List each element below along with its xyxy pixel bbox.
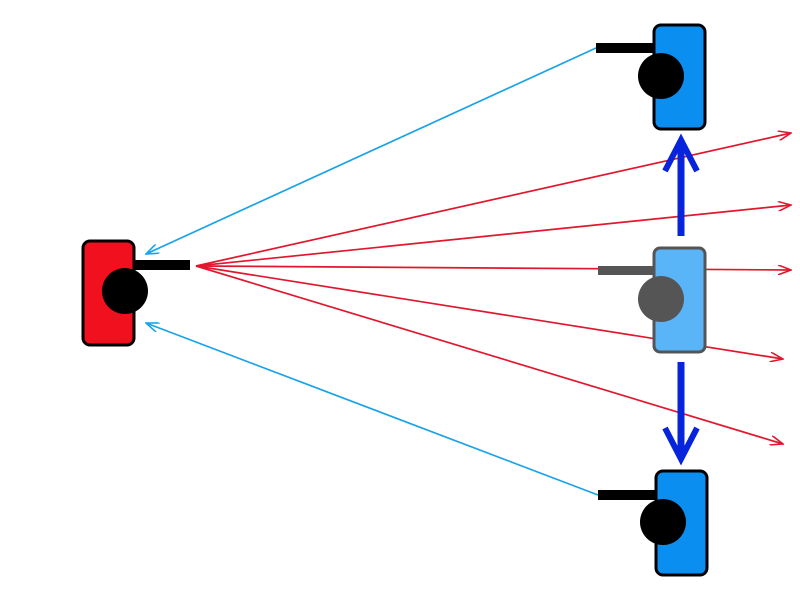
move-arrows	[662, 133, 700, 466]
shot-line	[195, 265, 783, 444]
move-arrow-up	[662, 133, 700, 236]
return-line-top	[146, 47, 597, 254]
ghost-tank-icon	[598, 246, 707, 354]
return-line-bottom	[146, 323, 599, 496]
move-arrow-down	[662, 362, 700, 466]
blue-tank-top-icon	[596, 23, 707, 131]
return-lines	[146, 47, 599, 496]
blue-tank-bottom-icon	[598, 469, 709, 577]
red-tank-icon	[81, 239, 190, 347]
shot-line	[195, 205, 791, 267]
